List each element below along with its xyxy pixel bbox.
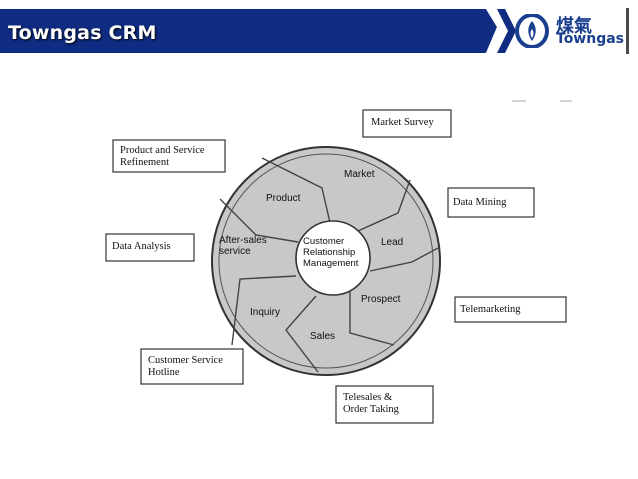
header-divider [626,8,629,54]
box-text: Refinement [120,157,169,168]
page-title: Towngas CRM [8,22,157,44]
segment-text: Lead [381,237,404,248]
box-label-data-analysis: Data Analysis [112,241,171,253]
box-text: Customer Service [148,355,223,366]
segment-label-prospect: Prospect [361,294,400,305]
box-label-market-survey: Market Survey [371,117,434,129]
logo-chinese-text: 煤氣 [556,16,592,37]
box-text: Market Survey [371,117,434,128]
center-line: Relationship [303,247,356,258]
box-label-telesales: Telesales & Order Taking [343,392,399,416]
segment-label-after-sales: After-sales service [219,235,267,257]
segment-label-market: Market [344,169,375,180]
segment-dividers [219,157,439,373]
box-text: Order Taking [343,404,399,415]
box-label-product-refinement: Product and Service Refinement [120,145,205,169]
header-banner: Towngas CRM 煤氣 Towngas [0,0,638,62]
segment-label-lead: Lead [381,237,403,248]
box-label-data-mining: Data Mining [453,197,506,209]
segment-text: service [219,246,251,257]
box-label-customer-service-hotline: Customer Service Hotline [148,355,223,379]
box-text: Data Mining [453,197,507,208]
segment-text: After-sales [219,235,267,246]
center-line: Management [303,258,359,269]
towngas-flame-icon [515,14,549,48]
segment-label-product: Product [266,193,300,204]
center-label: Customer Relationship Management [303,236,358,269]
segment-label-sales: Sales [310,331,335,342]
center-line: Customer [303,236,345,247]
segment-text: Sales [310,331,336,342]
center-circle [295,220,371,296]
segment-text: Prospect [361,294,401,305]
segment-text: Product [266,193,301,204]
segment-label-inquiry: Inquiry [250,307,280,318]
box-text: Data Analysis [112,241,171,252]
box-text: Hotline [148,367,180,378]
segment-text: Market [344,169,375,180]
box-label-telemarketing: Telemarketing [460,304,521,316]
logo-english-text: Towngas [556,31,625,47]
segment-text: Inquiry [250,307,281,318]
outer-boxes [105,109,567,424]
box-text: Telesales & [343,392,393,403]
box-text: Product and Service [120,145,205,156]
header-bar [0,9,516,53]
box-text: Telemarketing [460,304,521,315]
